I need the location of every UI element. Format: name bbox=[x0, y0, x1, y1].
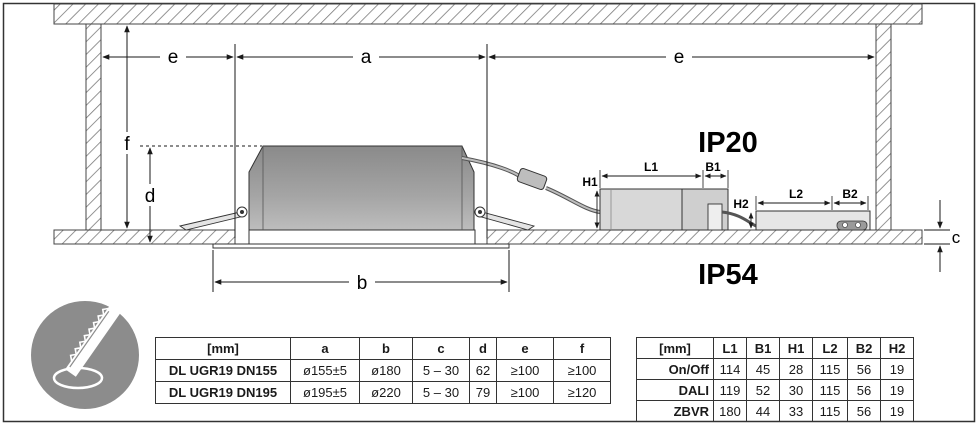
driver-1 bbox=[599, 188, 729, 231]
table-header: B2 bbox=[847, 337, 881, 359]
table-cell: 19 bbox=[880, 379, 914, 401]
table-cell: 30 bbox=[779, 379, 813, 401]
driver-2 bbox=[755, 210, 871, 231]
table-row: ZBVR 180 44 33 115 56 19 bbox=[636, 400, 914, 422]
table-header: H2 bbox=[880, 337, 914, 359]
table-cell: 52 bbox=[746, 379, 780, 401]
table-cell: 56 bbox=[847, 358, 881, 380]
table-cell: ø195±5 bbox=[290, 381, 360, 404]
table-cell: 45 bbox=[746, 358, 780, 380]
table-cell: 119 bbox=[713, 379, 747, 401]
spring-clip-right bbox=[474, 206, 536, 231]
table-cell: On/Off bbox=[636, 358, 714, 380]
table-cell: ZBVR bbox=[636, 400, 714, 422]
table-cell: ≥100 bbox=[553, 359, 611, 382]
right-wall bbox=[875, 23, 892, 231]
cut-hole-saw-icon bbox=[31, 301, 139, 409]
table-header: b bbox=[359, 337, 413, 360]
table-cell: 62 bbox=[469, 359, 497, 382]
table-cell: ø180 bbox=[359, 359, 413, 382]
label-H1: H1 bbox=[582, 175, 598, 189]
table-cell: 44 bbox=[746, 400, 780, 422]
table-header: c bbox=[412, 337, 470, 360]
table-header: d bbox=[469, 337, 497, 360]
table-header: L2 bbox=[812, 337, 848, 359]
table-cell: DL UGR19 DN155 bbox=[155, 359, 291, 382]
table-cell: ≥100 bbox=[496, 381, 554, 404]
table-header: [mm] bbox=[636, 337, 714, 359]
table-cell: 5 – 30 bbox=[412, 359, 470, 382]
table-header: e bbox=[496, 337, 554, 360]
table-cell: 5 – 30 bbox=[412, 381, 470, 404]
table-cell: 19 bbox=[880, 358, 914, 380]
table-row: DL UGR19 DN195 ø195±5 ø220 5 – 30 79 ≥10… bbox=[155, 381, 611, 404]
label-e-right: e bbox=[674, 47, 685, 68]
table-cell: 56 bbox=[847, 400, 881, 422]
label-f: f bbox=[124, 134, 130, 155]
luminaire-body bbox=[248, 145, 475, 231]
table-cell: 115 bbox=[812, 379, 848, 401]
table-cell: 115 bbox=[812, 400, 848, 422]
luminaire-lens bbox=[248, 229, 476, 245]
driver-dimensions-table: [mm] L1 B1 H1 L2 B2 H2 On/Off 114 45 28 … bbox=[636, 337, 914, 422]
table-header: L1 bbox=[713, 337, 747, 359]
label-d: d bbox=[145, 186, 156, 207]
table-cell: 56 bbox=[847, 379, 881, 401]
ceiling-slab bbox=[53, 3, 923, 25]
table-cell: DALI bbox=[636, 379, 714, 401]
ip-rating-bottom: IP54 bbox=[698, 259, 758, 291]
table-row: DL UGR19 DN155 ø155±5 ø180 5 – 30 62 ≥10… bbox=[155, 359, 611, 382]
label-H2: H2 bbox=[733, 197, 749, 211]
table-row: On/Off 114 45 28 115 56 19 bbox=[636, 358, 914, 380]
label-a: a bbox=[361, 47, 372, 68]
label-L1: L1 bbox=[644, 160, 658, 174]
table-cell: 180 bbox=[713, 400, 747, 422]
table-cell: ø220 bbox=[359, 381, 413, 404]
table-cell: ≥120 bbox=[553, 381, 611, 404]
table-header: B1 bbox=[746, 337, 780, 359]
dimensions-table: [mm] a b c d e f DL UGR19 DN155 ø155±5 ø… bbox=[155, 337, 611, 404]
table-cell: 115 bbox=[812, 358, 848, 380]
luminaire-trim bbox=[212, 243, 510, 249]
table-header-row: [mm] L1 B1 H1 L2 B2 H2 bbox=[636, 337, 914, 359]
table-header-row: [mm] a b c d e f bbox=[155, 337, 611, 360]
spring-clip-left bbox=[178, 206, 248, 231]
ceiling-panel-left bbox=[53, 229, 236, 245]
label-e-left: e bbox=[168, 47, 179, 68]
ip-rating-top: IP20 bbox=[698, 127, 758, 159]
table-cell: 28 bbox=[779, 358, 813, 380]
left-wall bbox=[85, 23, 102, 231]
table-header: [mm] bbox=[155, 337, 291, 360]
table-cell: ø155±5 bbox=[290, 359, 360, 382]
label-L2: L2 bbox=[789, 187, 803, 201]
table-cell: DL UGR19 DN195 bbox=[155, 381, 291, 404]
label-B2: B2 bbox=[842, 187, 858, 201]
table-cell: 19 bbox=[880, 400, 914, 422]
label-B1: B1 bbox=[705, 160, 721, 174]
label-b: b bbox=[357, 273, 368, 294]
ceiling-panel-right bbox=[486, 229, 923, 245]
connector bbox=[516, 167, 548, 191]
table-header: H1 bbox=[779, 337, 813, 359]
table-header: f bbox=[553, 337, 611, 360]
table-cell: 114 bbox=[713, 358, 747, 380]
label-c: c bbox=[952, 228, 961, 247]
table-row: DALI 119 52 30 115 56 19 bbox=[636, 379, 914, 401]
table-header: a bbox=[290, 337, 360, 360]
table-cell: ≥100 bbox=[496, 359, 554, 382]
table-cell: 33 bbox=[779, 400, 813, 422]
table-cell: 79 bbox=[469, 381, 497, 404]
